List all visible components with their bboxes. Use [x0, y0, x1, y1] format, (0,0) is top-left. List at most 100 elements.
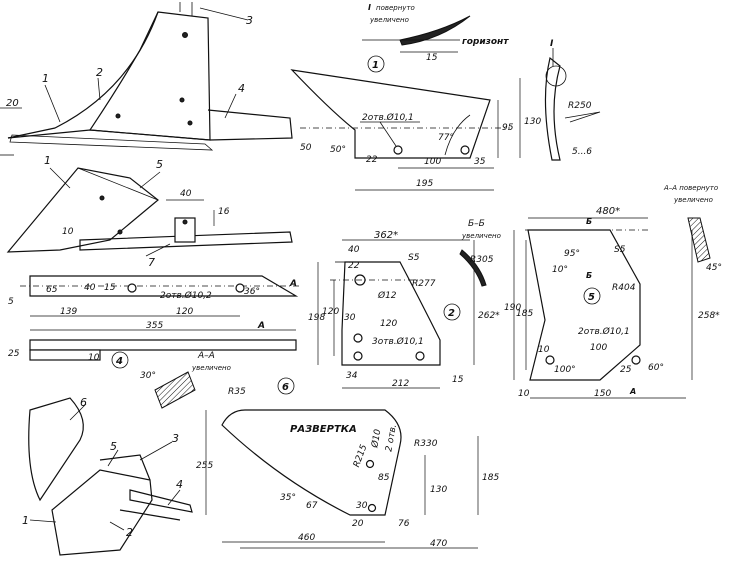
- v2-dim34: 34: [346, 371, 358, 381]
- v2-dim262: 262*: [478, 311, 500, 321]
- v6-d10: Ø10: [369, 428, 383, 449]
- view-1-share: 1 I повернуто увеличено горизонт 15 2отв…: [290, 3, 601, 191]
- v5-hole-note: 2отв.Ø10,1: [578, 326, 630, 337]
- v4-sec-a: А: [289, 279, 297, 289]
- ml-dim10: 10: [62, 227, 74, 237]
- v4-dim139: 139: [60, 307, 77, 317]
- v5-ang95: 95°: [564, 249, 580, 259]
- tl-dim20: 20: [6, 98, 19, 109]
- bottom-left-assembly-view: 6 5 3 4 1 2: [22, 396, 193, 556]
- tl-part2-label: 2: [96, 66, 103, 79]
- v4-dim40: 40: [84, 283, 96, 293]
- view-2-plate: 362* 40 22 S5 R277 Ø12 198 120 30 120 3о…: [308, 219, 501, 389]
- v2-dim15: 15: [452, 375, 464, 385]
- v6-dim30: 30: [356, 501, 368, 511]
- v6-r35: R35: [228, 387, 246, 397]
- v5-dim190: 190: [504, 303, 521, 313]
- v1-view-number: 1: [372, 60, 379, 71]
- v2-sec-enlarged: увеличено: [461, 232, 501, 240]
- v4-dim25: 25: [8, 349, 20, 359]
- v6-dim76: 76: [398, 519, 410, 529]
- v2-dim198: 198: [308, 313, 325, 323]
- v5-dim258: 258*: [698, 311, 720, 321]
- v2-view-number: 2: [448, 308, 455, 319]
- v4-ang30: 30°: [140, 371, 156, 381]
- v2-s5: S5: [408, 253, 420, 263]
- bl-part5-label: 5: [110, 440, 117, 453]
- v6-title: РАЗВЕРТКА: [290, 424, 357, 435]
- v5-dim480: 480*: [596, 206, 620, 217]
- v1-dim95: 95: [502, 123, 514, 133]
- tl-part3-label: 3: [246, 14, 253, 27]
- view-6-development: 6 R35 РАЗВЕРТКА R215 Ø10 2 отв. R330 255…: [196, 377, 499, 549]
- v2-dim120h: 120: [380, 319, 397, 329]
- v5-s5: S5: [614, 245, 626, 255]
- v1-dim22: 22: [366, 155, 378, 165]
- v1-dim35: 35: [474, 157, 486, 167]
- v2-dim22: 22: [348, 261, 360, 271]
- v1-dim5-6: 5...6: [572, 147, 592, 157]
- v6-dim460: 460: [298, 533, 315, 543]
- v4-dim5: 5: [8, 297, 14, 307]
- v6-dim130: 130: [430, 485, 447, 495]
- v5-sec-enlarged: увеличено: [673, 196, 713, 204]
- v2-dim362: 362*: [374, 230, 398, 241]
- v5-b2: Б: [586, 271, 592, 280]
- v6-r330: R330: [414, 439, 438, 449]
- v6-dim85: 85: [378, 473, 390, 483]
- v4-hole-note: 2отв.Ø10,2: [160, 290, 212, 301]
- v2-sec-title: Б–Б: [468, 219, 485, 229]
- v1-dim195: 195: [416, 179, 433, 189]
- ml-dim16: 16: [218, 207, 230, 217]
- v6-dim20: 20: [352, 519, 364, 529]
- v2-r305: R305: [470, 255, 494, 265]
- ml-dim40: 40: [180, 189, 192, 199]
- v4-dim120: 120: [176, 307, 193, 317]
- ml-part1-label: 1: [44, 154, 51, 167]
- v1-ang77: 77°: [438, 133, 454, 143]
- v4-dim10: 10: [88, 353, 100, 363]
- v1-horizon-label: горизонт: [462, 37, 509, 47]
- top-left-assembly-view: 1 2 3 4 20: [0, 2, 293, 156]
- v6-dim67: 67: [306, 501, 318, 511]
- v1-dim50: 50: [300, 143, 312, 153]
- v1-arrow-label: I: [368, 3, 371, 12]
- v6-ang35: 35°: [280, 493, 296, 503]
- v5-ang100: 100°: [554, 365, 576, 375]
- v5-sec-title: А–А повернуто: [663, 184, 718, 192]
- v5-view-number: 5: [588, 292, 595, 303]
- v5-dim25: 25: [620, 365, 632, 375]
- v1-enlarged-label: увеличено: [369, 16, 409, 24]
- v6-view-number: 6: [282, 382, 289, 393]
- bl-part6-label: 6: [80, 396, 87, 409]
- v2-dim30: 30: [344, 313, 356, 323]
- v1-arrow-i: I: [550, 39, 554, 49]
- v5-ang10: 10°: [552, 265, 568, 275]
- v2-dim212: 212: [392, 379, 409, 389]
- v4-dim15: 15: [104, 283, 116, 293]
- v5-a: А: [629, 387, 636, 396]
- v1-ang50: 50°: [330, 145, 346, 155]
- v4-ang36: 36°: [244, 287, 260, 297]
- v1-dim15: 15: [426, 53, 438, 63]
- v4-view-number: 4: [115, 356, 123, 367]
- v1-r250: R250: [568, 101, 592, 111]
- v5-ang45: 45°: [706, 263, 722, 273]
- v2-r277: R277: [412, 279, 436, 289]
- v1-dim130: 130: [524, 117, 541, 127]
- v1-hole-note: 2отв.Ø10,1: [362, 112, 414, 123]
- v5-dim10b: 10: [518, 389, 530, 399]
- v5-dim150: 150: [594, 389, 611, 399]
- v5-ang60: 60°: [648, 363, 664, 373]
- view-5-plate: 480* Б Б 95° 10° S5 R404 5 190 185 2отв.…: [504, 184, 722, 399]
- bl-part3-label: 3: [172, 432, 179, 445]
- bl-part4-label: 4: [176, 478, 183, 491]
- v6-dim185: 185: [482, 473, 499, 483]
- v5-r404: R404: [612, 283, 636, 293]
- v4-dim355: 355: [146, 321, 163, 331]
- v6-dim255: 255: [196, 461, 213, 471]
- v6-dim470: 470: [430, 539, 447, 549]
- v2-d12: Ø12: [377, 290, 397, 301]
- v4-sec-a2: А: [257, 321, 265, 331]
